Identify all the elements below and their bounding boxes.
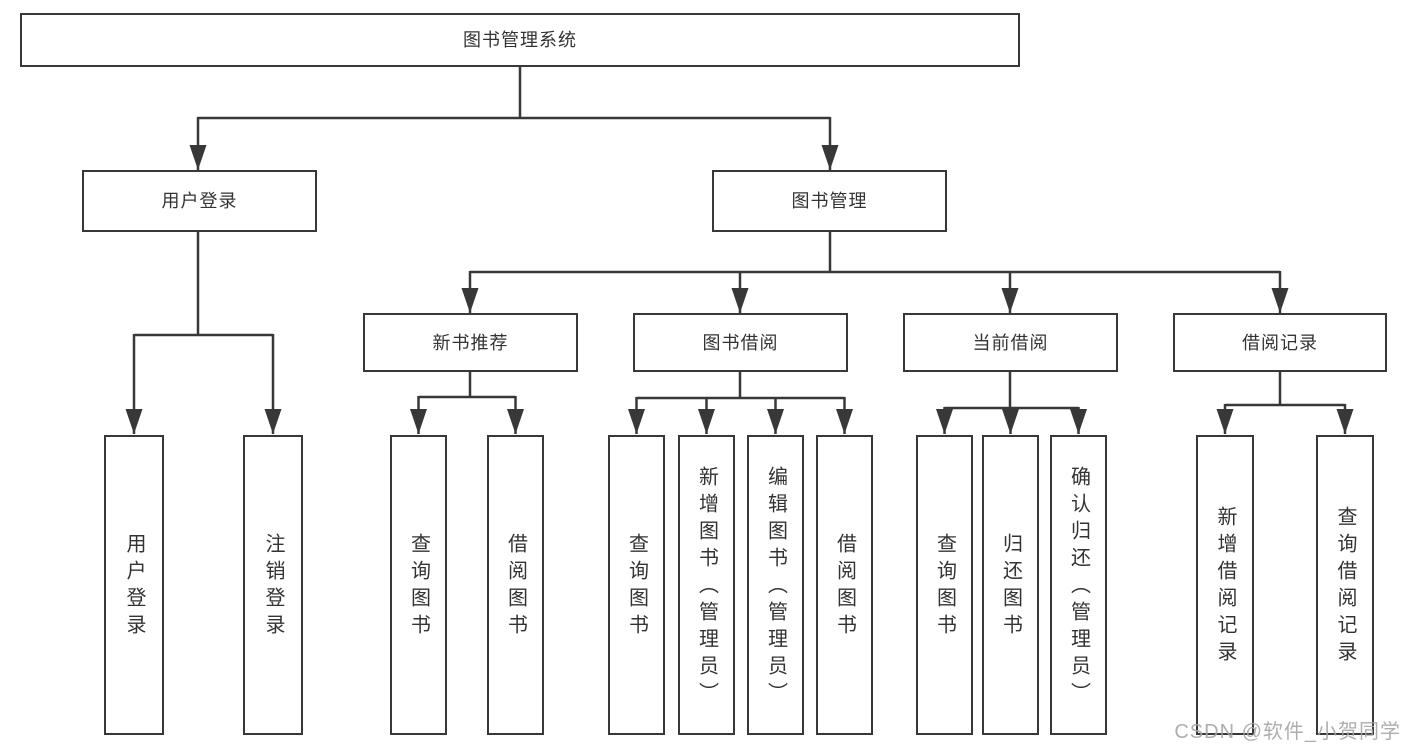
leaf-records-query-borrow-record: 查询借阅记录 [1316,435,1374,735]
leaf-user-login: 用户登录 [104,435,164,735]
node-current-borrow: 当前借阅 [903,313,1118,372]
leaf-borrow-edit-books-admin: 编辑图书（管理员） [747,435,804,735]
connector-book-borrow [628,372,853,434]
node-book-management: 图书管理 [712,170,947,232]
connector-user-login [125,232,282,434]
leaf-logout: 注销登录 [243,435,303,735]
node-user-login: 用户登录 [82,170,317,232]
connector-new-books [410,372,524,434]
csdn-watermark: CSDN @软件_小贺同学 [1174,721,1401,743]
connector-root [189,67,839,170]
connector-borrow-records [1216,372,1354,434]
node-library-system: 图书管理系统 [20,13,1020,67]
node-new-book-recommend: 新书推荐 [363,313,578,372]
leaf-borrow-add-books-admin: 新增图书（管理员） [678,435,735,735]
leaf-current-return-books: 归还图书 [982,435,1039,735]
connector-current-borrow [936,372,1087,434]
leaf-borrow-query-books: 查询图书 [608,435,665,735]
leaf-current-query-books: 查询图书 [916,435,973,735]
connector-book-mgmt [461,232,1289,313]
leaf-borrow-borrow-books: 借阅图书 [816,435,873,735]
leaf-current-confirm-return-admin: 确认归还（管理员） [1050,435,1107,735]
leaf-newbooks-query-books: 查询图书 [390,435,447,735]
leaf-newbooks-borrow-books: 借阅图书 [487,435,544,735]
node-book-borrow: 图书借阅 [633,313,848,372]
node-borrow-records: 借阅记录 [1173,313,1387,372]
leaf-records-add-borrow-record: 新增借阅记录 [1196,435,1254,735]
